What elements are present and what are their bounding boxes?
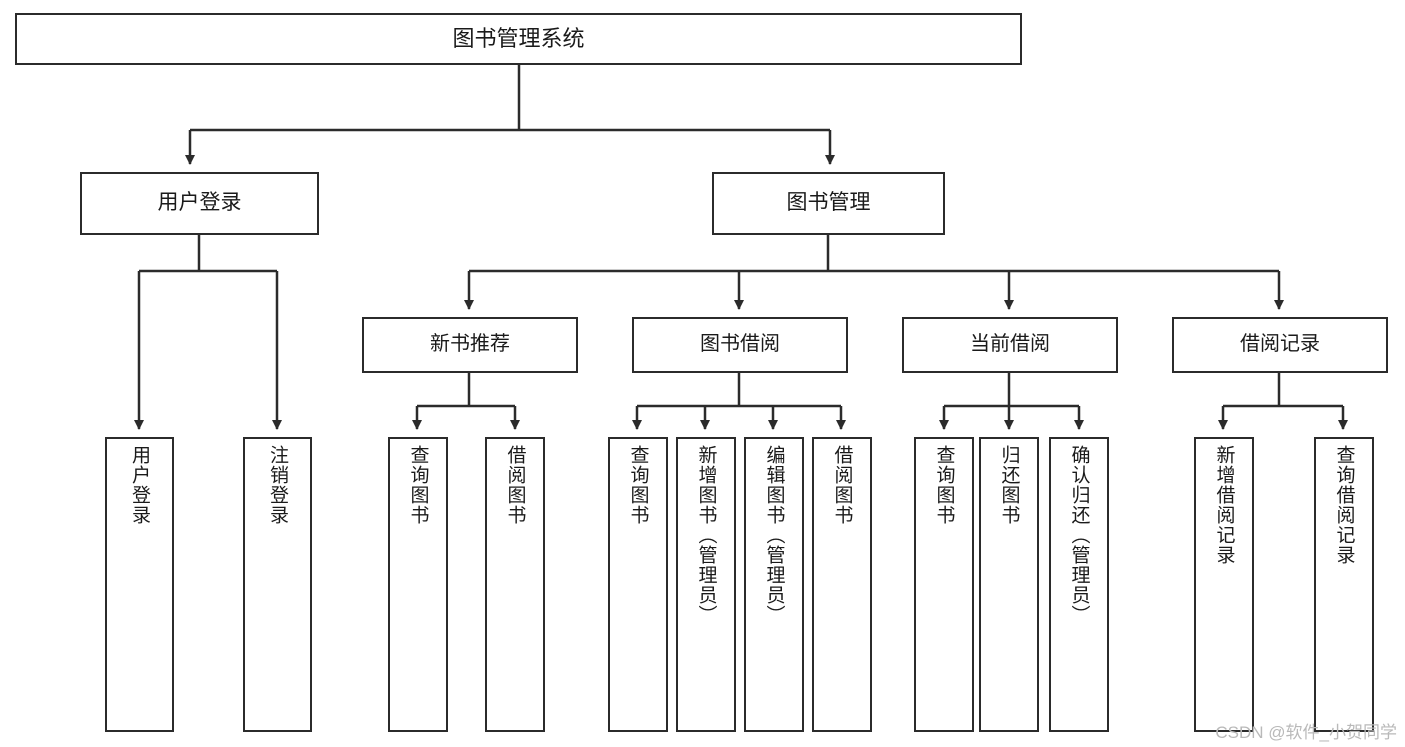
node-book-borrow[interactable]: 图书借阅: [632, 317, 848, 373]
node-leaf-record-query-label: 查询借阅记录: [1333, 445, 1355, 565]
node-user-login-label: 用户登录: [157, 191, 242, 215]
node-book-management[interactable]: 图书管理: [712, 172, 945, 235]
node-leaf-borrow-borrow-book[interactable]: 借阅图书: [812, 437, 872, 732]
node-current-borrow-label: 当前借阅: [970, 333, 1050, 356]
node-leaf-user-login-signin[interactable]: 用户登录: [105, 437, 174, 732]
node-borrow-record[interactable]: 借阅记录: [1172, 317, 1388, 373]
node-leaf-record-add-label: 新增借阅记录: [1213, 445, 1235, 565]
node-leaf-current-query-label: 查询图书: [933, 445, 955, 525]
node-current-borrow[interactable]: 当前借阅: [902, 317, 1118, 373]
node-borrow-record-label: 借阅记录: [1240, 333, 1320, 356]
csdn-watermark: CSDN @软件_小贺同学: [1215, 723, 1397, 742]
node-leaf-current-confirm-return[interactable]: 确认归还（管理员）: [1049, 437, 1109, 732]
node-leaf-newbook-borrow-label: 借阅图书: [504, 445, 526, 525]
node-leaf-newbook-query-label: 查询图书: [407, 445, 429, 525]
node-new-book-recommend-label: 新书推荐: [430, 333, 510, 356]
node-leaf-borrow-add-book-label: 新增图书（管理员）: [695, 445, 717, 625]
node-leaf-newbook-query[interactable]: 查询图书: [388, 437, 448, 732]
node-book-borrow-label: 图书借阅: [700, 333, 780, 356]
node-root-system[interactable]: 图书管理系统: [15, 13, 1022, 65]
node-leaf-current-confirm-return-label: 确认归还（管理员）: [1068, 445, 1090, 625]
node-leaf-user-login-signin-label: 用户登录: [129, 445, 150, 525]
node-leaf-record-add[interactable]: 新增借阅记录: [1194, 437, 1254, 732]
node-user-login[interactable]: 用户登录: [80, 172, 319, 235]
node-leaf-borrow-borrow-book-label: 借阅图书: [831, 445, 853, 525]
node-root-system-label: 图书管理系统: [452, 26, 585, 52]
node-leaf-current-return-label: 归还图书: [998, 445, 1020, 525]
node-leaf-borrow-query[interactable]: 查询图书: [608, 437, 668, 732]
node-book-management-label: 图书管理: [786, 191, 871, 215]
node-leaf-user-login-signout[interactable]: 注销登录: [243, 437, 312, 732]
node-leaf-borrow-query-label: 查询图书: [627, 445, 649, 525]
node-leaf-newbook-borrow[interactable]: 借阅图书: [485, 437, 545, 732]
node-leaf-user-login-signout-label: 注销登录: [267, 445, 288, 525]
node-new-book-recommend[interactable]: 新书推荐: [362, 317, 578, 373]
node-leaf-current-return[interactable]: 归还图书: [979, 437, 1039, 732]
node-leaf-record-query[interactable]: 查询借阅记录: [1314, 437, 1374, 732]
node-leaf-borrow-add-book[interactable]: 新增图书（管理员）: [676, 437, 736, 732]
node-leaf-current-query[interactable]: 查询图书: [914, 437, 974, 732]
node-leaf-borrow-edit-book-label: 编辑图书（管理员）: [763, 445, 785, 625]
node-leaf-borrow-edit-book[interactable]: 编辑图书（管理员）: [744, 437, 804, 732]
